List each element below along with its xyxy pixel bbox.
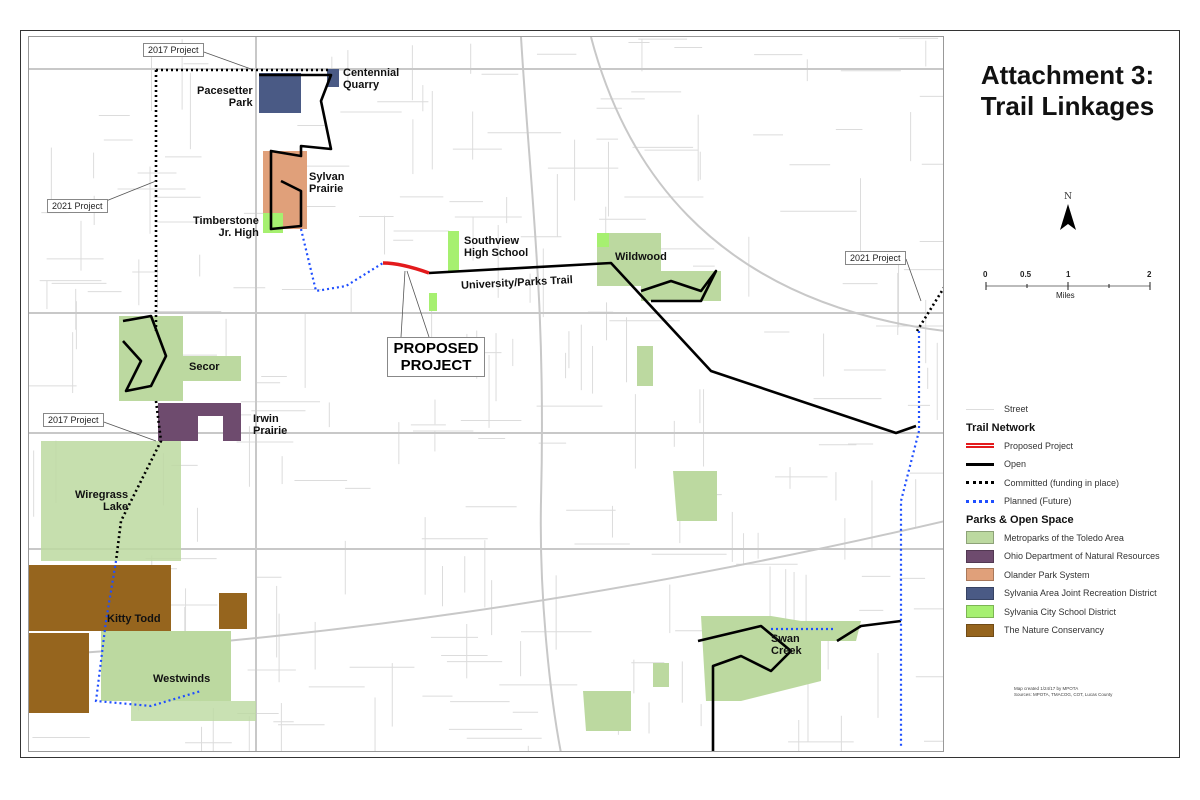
scale-bar: 0 0.5 1 2 Miles <box>980 270 1160 310</box>
callout-2021-project-left: 2021 Project <box>47 199 108 213</box>
label-westwinds: Westwinds <box>153 673 211 685</box>
proposed-trail <box>382 261 430 275</box>
legend-odnr: Ohio Department of Natural Resources <box>966 547 1176 566</box>
school-district-area <box>263 213 609 311</box>
wildwood-park <box>597 233 721 301</box>
westwinds-park <box>101 631 231 701</box>
map-svg <box>29 37 943 751</box>
metroparks-areas <box>41 233 861 731</box>
legend-proposed: Proposed Project <box>966 437 1176 456</box>
secor-park <box>119 316 241 401</box>
open-trails <box>122 73 917 751</box>
scale-tick-1: 1 <box>1066 270 1071 279</box>
north-label: N <box>1064 192 1072 202</box>
planned-trails <box>94 228 921 746</box>
label-kitty-todd: Kitty Todd <box>107 613 161 625</box>
label-wildwood: Wildwood <box>615 251 667 263</box>
map-title: Attachment 3:Trail Linkages <box>980 60 1155 121</box>
swan-creek-park <box>701 616 861 701</box>
scale-unit: Miles <box>1056 291 1075 300</box>
legend-planned: Planned (Future) <box>966 492 1176 511</box>
committed-trails <box>114 68 943 562</box>
callout-2017-project-top: 2017 Project <box>143 43 204 57</box>
legend-parks-heading: Parks & Open Space <box>966 513 1074 526</box>
scale-tick-0-5: 0.5 <box>1020 270 1032 279</box>
legend-olander: Olander Park System <box>966 566 1176 585</box>
legend-metroparks: Metroparks of the Toledo Area <box>966 529 1176 548</box>
label-secor: Secor <box>189 361 220 373</box>
callout-leaders <box>100 50 922 442</box>
legend-sylvania-rec: Sylvania Area Joint Recreation District <box>966 584 1176 603</box>
olander-area <box>263 151 307 229</box>
scale-tick-0: 0 <box>983 270 988 279</box>
odnr-area <box>158 403 241 441</box>
page-border <box>20 30 1180 758</box>
legend-school-district: Sylvania City School District <box>966 603 1176 622</box>
scale-bar-graphic <box>985 282 1151 290</box>
legend-open: Open <box>966 455 1176 474</box>
callout-2021-project-right: 2021 Project <box>845 251 906 265</box>
legend: Street Trail Network Proposed Project Op… <box>966 400 1176 640</box>
legend-street: Street <box>966 400 1176 419</box>
north-arrow: N <box>1053 192 1083 237</box>
scale-tick-2: 2 <box>1147 270 1152 279</box>
callout-2017-project-mid: 2017 Project <box>43 413 104 427</box>
north-arrow-icon <box>1060 204 1076 230</box>
nature-conservancy-area <box>29 565 247 713</box>
legend-committed: Committed (funding in place) <box>966 474 1176 493</box>
sylvania-rec-area <box>259 69 339 113</box>
legend-trail-heading: Trail Network <box>966 421 1036 434</box>
legend-nature-conservancy: The Nature Conservancy <box>966 621 1176 640</box>
